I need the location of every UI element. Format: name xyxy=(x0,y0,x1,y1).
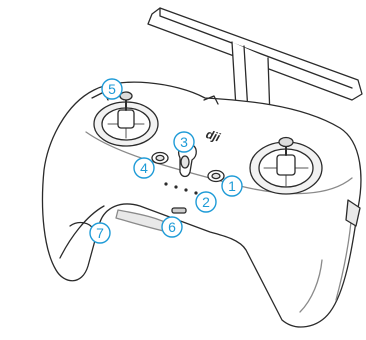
left-function-button xyxy=(152,153,168,164)
callout-3: 3 xyxy=(174,132,194,152)
callout-label: 7 xyxy=(96,225,104,241)
callout-5: 5 xyxy=(102,79,122,99)
callout-label: 1 xyxy=(228,178,236,194)
callout-label: 3 xyxy=(180,134,188,150)
callout-2: 2 xyxy=(196,192,216,212)
right-function-button xyxy=(208,171,224,182)
callout-6: 6 xyxy=(162,217,182,237)
callout-4: 4 xyxy=(134,158,154,178)
callout-label: 4 xyxy=(140,160,148,176)
usb-c-port xyxy=(172,208,186,213)
callout-1: 1 xyxy=(222,176,242,196)
callout-label: 5 xyxy=(108,81,116,97)
callout-label: 2 xyxy=(202,194,210,210)
callout-7: 7 xyxy=(90,223,110,243)
callout-label: 6 xyxy=(168,219,176,235)
